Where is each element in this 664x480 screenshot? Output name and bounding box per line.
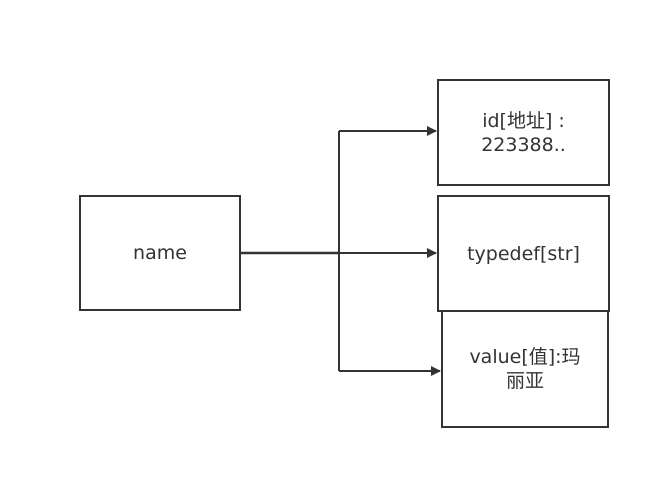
- target-node-id[interactable]: id[地址] : 223388..: [437, 79, 610, 186]
- target-node-typedef[interactable]: typedef[str]: [437, 195, 610, 312]
- source-node-label: name: [133, 242, 187, 264]
- source-node-name[interactable]: name: [79, 195, 241, 311]
- target-node-id-label: id[地址] : 223388..: [481, 109, 566, 156]
- target-node-typedef-label: typedef[str]: [467, 242, 580, 265]
- target-node-value[interactable]: value[值]:玛丽亚: [441, 310, 609, 428]
- target-node-value-label: value[值]:玛丽亚: [469, 346, 581, 392]
